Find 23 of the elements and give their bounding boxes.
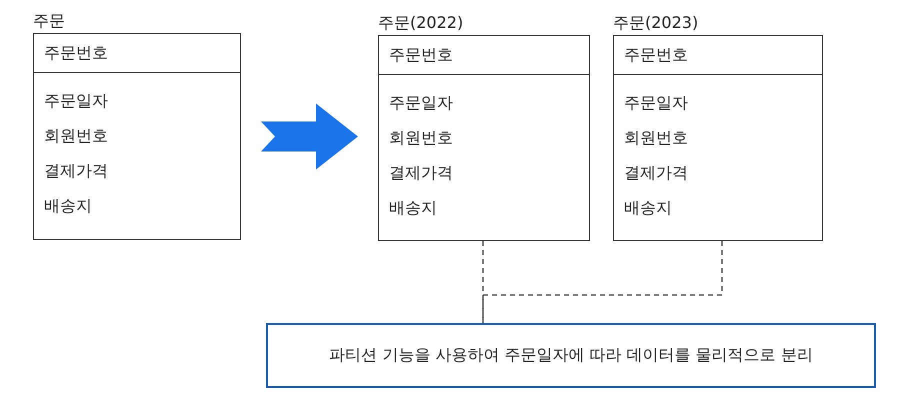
attribute-field: 결제가격 bbox=[624, 163, 812, 184]
key-field: 주문번호 bbox=[624, 44, 688, 66]
attribute-field: 주문일자 bbox=[389, 93, 579, 114]
block-arrow bbox=[261, 104, 358, 170]
note-box bbox=[266, 323, 876, 388]
attribute-field: 결제가격 bbox=[389, 163, 579, 184]
note-text: 파티션 기능을 사용하여 주문일자에 따라 데이터를 물리적으로 분리 bbox=[329, 345, 813, 366]
attribute-field: 회원번호 bbox=[44, 126, 230, 147]
attribute-field: 회원번호 bbox=[624, 128, 812, 149]
table-name: 주문(2022) bbox=[378, 13, 464, 34]
table-name: 주문 bbox=[33, 11, 65, 32]
dashed-connector bbox=[482, 241, 723, 323]
attribute-field: 주문일자 bbox=[44, 91, 230, 112]
attribute-field: 결제가격 bbox=[44, 161, 230, 182]
dashed-connector bbox=[482, 241, 484, 323]
key-field: 주문번호 bbox=[389, 44, 453, 66]
attribute-field: 주문일자 bbox=[624, 93, 812, 114]
attribute-field: 배송지 bbox=[389, 198, 579, 219]
attribute-field: 회원번호 bbox=[389, 128, 579, 149]
table-name: 주문(2023) bbox=[613, 13, 698, 34]
attribute-field: 배송지 bbox=[44, 196, 230, 217]
key-field: 주문번호 bbox=[44, 42, 108, 64]
attribute-field: 배송지 bbox=[624, 198, 812, 219]
